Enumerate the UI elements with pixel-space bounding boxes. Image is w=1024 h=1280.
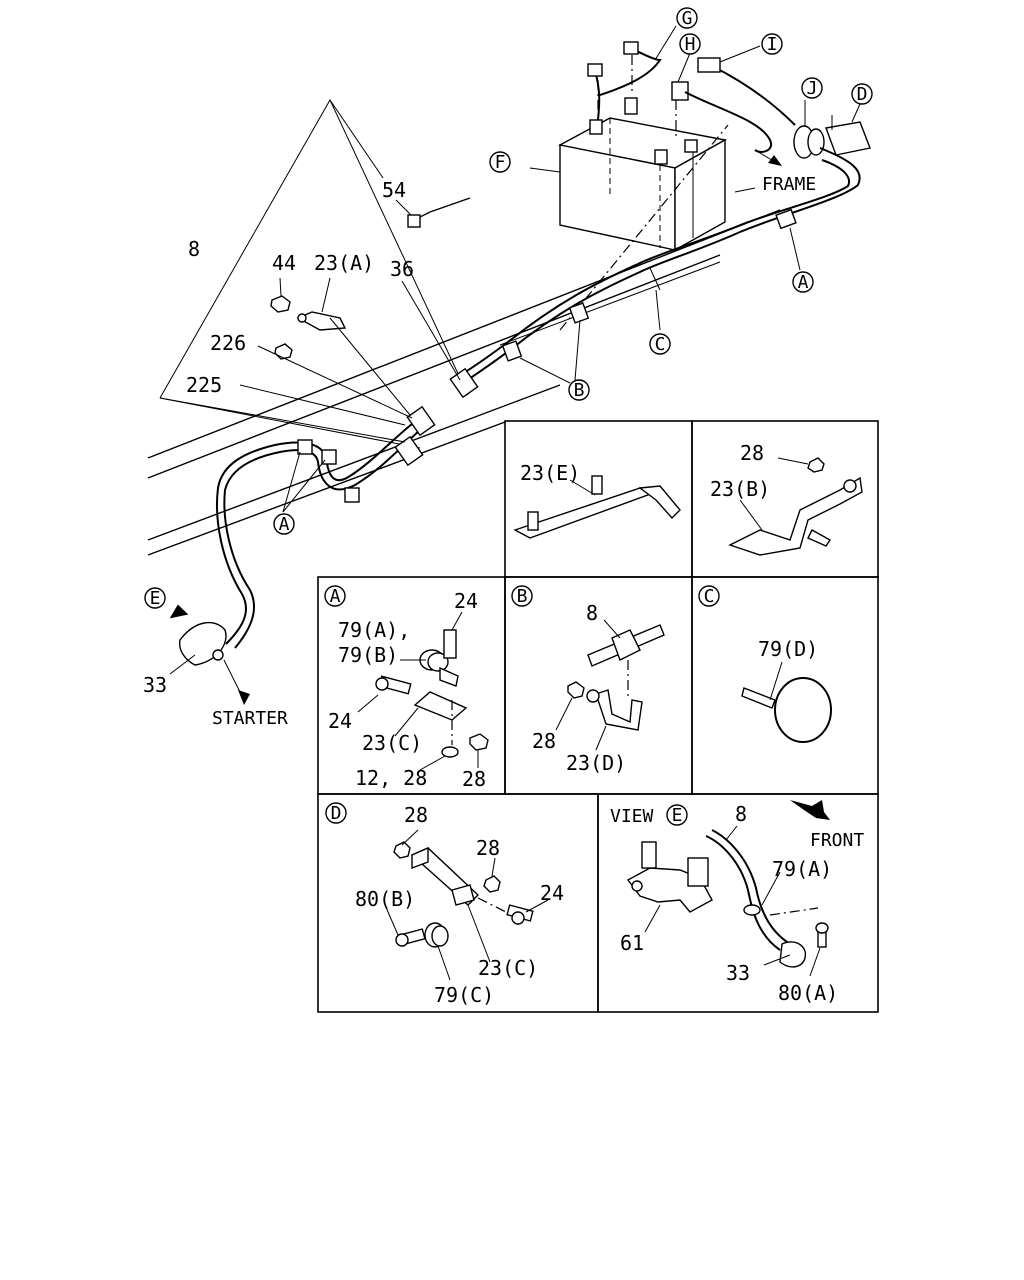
detail-23e: 23(E) — [513, 461, 681, 539]
label-view: VIEW — [610, 806, 654, 827]
label-80b: 80(B) — [355, 887, 415, 911]
label-8: 8 — [188, 237, 200, 261]
callout-a-top: A — [798, 272, 809, 293]
callout-a-bottom: A — [279, 514, 290, 535]
main-harness — [178, 147, 861, 666]
label-24: 24 — [540, 881, 564, 905]
callout-a-detail: A — [330, 586, 341, 607]
callout-g: G — [682, 8, 693, 29]
label-61: 61 — [620, 931, 644, 955]
callout-e-detail: E — [672, 805, 683, 826]
main-leaders — [159, 25, 861, 705]
label-8: 8 — [735, 802, 747, 826]
callout-h: H — [685, 34, 696, 55]
label-226: 226 — [210, 331, 246, 355]
label-24-top: 24 — [454, 589, 478, 613]
label-24-left: 24 — [328, 709, 352, 733]
label-28-top: 28 — [404, 803, 428, 827]
label-33: 33 — [143, 673, 167, 697]
label-12-28: 12, 28 — [355, 766, 427, 790]
label-23c: 23(C) — [478, 956, 538, 980]
label-79d: 79(D) — [758, 637, 818, 661]
label-36: 36 — [390, 257, 414, 281]
main-labels: 54 8 44 23(A) 36 226 225 FRAME 33 STARTE… — [143, 174, 816, 729]
callout-d-detail: D — [331, 803, 342, 824]
label-79c: 79(C) — [434, 983, 494, 1007]
callout-c: C — [655, 334, 666, 355]
battery-cables — [587, 41, 796, 153]
callout-j: J — [807, 78, 818, 99]
main-callouts: G H I J D F A C B A E — [144, 7, 873, 609]
label-23c: 23(C) — [362, 731, 422, 755]
part-8-leader-triangle — [159, 98, 469, 449]
detail-boxes — [317, 420, 879, 1013]
label-79b: 79(B) — [338, 643, 398, 667]
callout-d: D — [857, 84, 868, 105]
grommet-and-bracket — [793, 115, 871, 159]
detail-d: D 28 28 24 80(B) 23(C) 79(C) — [325, 802, 564, 1007]
callout-i: I — [767, 34, 778, 55]
label-8: 8 — [586, 601, 598, 625]
detail-b: B 8 28 23(D) — [511, 585, 665, 775]
label-28: 28 — [532, 729, 556, 753]
label-80a: 80(A) — [778, 981, 838, 1005]
label-54: 54 — [382, 178, 406, 202]
label-33: 33 — [726, 961, 750, 985]
callout-b-detail: B — [517, 586, 528, 607]
label-79a: 79(A) — [772, 857, 832, 881]
label-starter: STARTER — [212, 708, 288, 729]
detail-c: C 79(D) — [698, 585, 832, 743]
label-79a: 79(A), — [338, 618, 410, 642]
callout-c-detail: C — [704, 586, 715, 607]
label-225: 225 — [186, 373, 222, 397]
label-front: FRONT — [810, 830, 864, 851]
battery — [557, 97, 729, 331]
label-28: 28 — [462, 767, 486, 791]
label-28-mid: 28 — [476, 836, 500, 860]
label-23e: 23(E) — [520, 461, 580, 485]
callout-f: F — [495, 152, 506, 173]
detail-view-e: VIEW E FRONT 8 79(A) 61 33 80(A) — [610, 800, 864, 1005]
label-23b: 23(B) — [710, 477, 770, 501]
callout-e: E — [150, 588, 161, 609]
callout-b: B — [574, 380, 585, 401]
detail-a: A 24 79(A), 79(B) 24 23(C) 12, 28 28 — [324, 585, 489, 791]
detail-23b: 28 23(B) — [710, 441, 863, 556]
label-23d: 23(D) — [566, 751, 626, 775]
label-frame: FRAME — [762, 174, 816, 195]
label-28: 28 — [740, 441, 764, 465]
label-44: 44 — [272, 251, 296, 275]
label-23a: 23(A) — [314, 251, 374, 275]
main-assembly: G H I J D F A C B A E 54 8 44 — [143, 7, 873, 729]
